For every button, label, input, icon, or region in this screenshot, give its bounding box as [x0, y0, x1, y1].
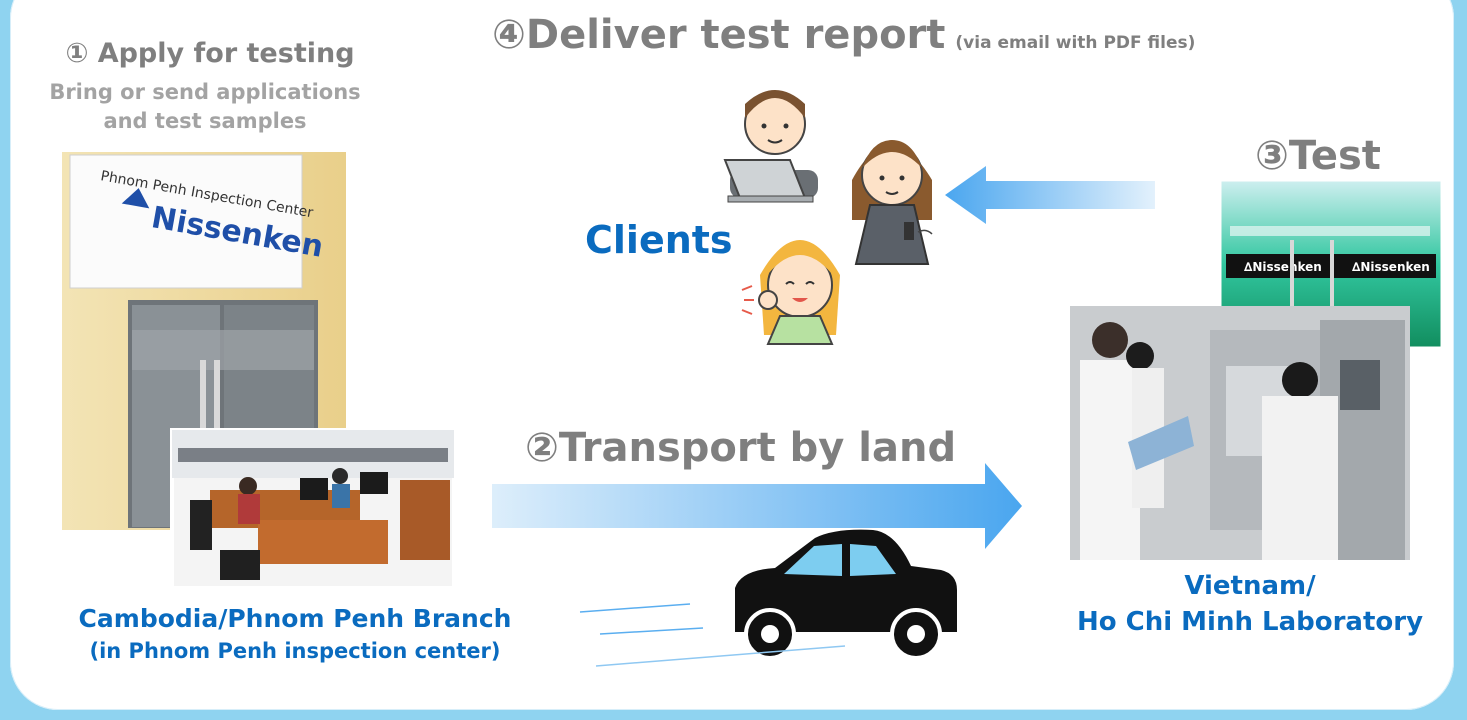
- delivery-arrow: [945, 166, 1155, 224]
- branch-label: Cambodia/Phnom Penh Branch (in Phnom Pen…: [20, 602, 570, 668]
- inspection-center-photo: Phnom Penh Inspection Center Nissenken: [62, 152, 346, 530]
- branch-label-line1: Cambodia/Phnom Penh Branch: [78, 604, 512, 633]
- office-photo: [170, 428, 456, 590]
- car-icon: [735, 529, 957, 660]
- lab-label-line1: Vietnam/: [1184, 571, 1316, 601]
- step2-title: ②Transport by land: [525, 425, 957, 471]
- step1-description: Bring or send applications and test samp…: [0, 78, 410, 136]
- step4-heading: ④Deliver test report (via email with PDF …: [492, 12, 1195, 58]
- step1-title: ① Apply for testing: [65, 38, 355, 69]
- client-woman-with-phone-icon: [852, 140, 933, 265]
- client-man-at-laptop-icon: [723, 90, 818, 203]
- step3-title: ③Test: [1255, 133, 1381, 179]
- step1-description-line1: Bring or send applications: [49, 80, 361, 104]
- technicians-photo: [1070, 306, 1410, 560]
- step4-title: ④Deliver test report: [492, 12, 946, 58]
- lab-label: Vietnam/ Ho Chi Minh Laboratory: [1040, 568, 1460, 640]
- speed-lines: [579, 603, 846, 667]
- branch-label-line2: (in Phnom Penh inspection center): [89, 639, 501, 663]
- transport-arrow: [492, 463, 1022, 549]
- lab-label-line2: Ho Chi Minh Laboratory: [1076, 607, 1424, 637]
- step4-note: (via email with PDF files): [955, 33, 1196, 53]
- svg-text:∆Nissenken: ∆Nissenken: [1352, 260, 1430, 274]
- clients-label: Clients: [585, 218, 733, 262]
- step1-description-line2: and test samples: [103, 109, 307, 133]
- svg-text:∆Nissenken: ∆Nissenken: [1244, 260, 1322, 274]
- client-girl-waving-icon: [741, 240, 840, 345]
